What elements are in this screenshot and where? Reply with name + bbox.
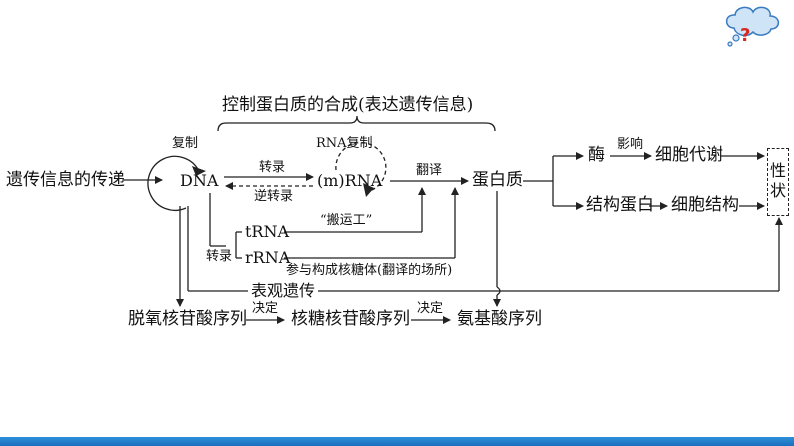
rna-replication-loop bbox=[335, 141, 387, 191]
dna-replication-loop bbox=[147, 155, 200, 211]
dna-replication-arrowhead bbox=[192, 166, 206, 176]
label-transcription-small: 转录 bbox=[206, 249, 233, 264]
label-transcription: 转录 bbox=[259, 160, 286, 175]
question-mark-icon: ? bbox=[740, 25, 751, 46]
node-enzyme: 酶 bbox=[588, 145, 605, 165]
label-rna-replication: RNA复制 bbox=[316, 136, 373, 151]
node-mrna: (m)RNA bbox=[317, 171, 383, 190]
bottom-accent-bar bbox=[0, 437, 794, 446]
node-dna: DNA bbox=[180, 171, 219, 190]
label-epigenetics: 表观遗传 bbox=[248, 283, 319, 299]
label-reverse-transcription: 逆转录 bbox=[254, 189, 294, 204]
trait-box bbox=[767, 148, 789, 216]
node-rrna: rRNA bbox=[245, 248, 291, 267]
label-affects: 影响 bbox=[617, 137, 644, 152]
node-structural-protein: 结构蛋白 bbox=[586, 195, 654, 215]
node-trait: 性状 bbox=[770, 161, 787, 200]
label-translation: 翻译 bbox=[416, 163, 443, 178]
thinking-cloud-icon bbox=[725, 6, 780, 47]
rna-replication-arrowhead bbox=[363, 183, 374, 197]
node-protein: 蛋白质 bbox=[472, 170, 523, 190]
node-ribonucleotide-seq: 核糖核苷酸序列 bbox=[291, 309, 410, 329]
node-deoxynucleotide-seq: 脱氧核苷酸序列 bbox=[128, 309, 247, 329]
node-cell-metabolism: 细胞代谢 bbox=[655, 145, 723, 165]
label-determines-1: 决定 bbox=[252, 301, 279, 316]
node-cell-structure: 细胞结构 bbox=[671, 195, 739, 215]
header-title: 控制蛋白质的合成(表达遗传信息) bbox=[222, 95, 474, 115]
label-determines-2: 决定 bbox=[417, 301, 444, 316]
node-inheritance: 遗传信息的传递 bbox=[6, 170, 125, 190]
node-amino-acid-seq: 氨基酸序列 bbox=[457, 309, 542, 329]
node-trna: tRNA bbox=[245, 222, 290, 241]
label-ribosome-note: 参与构成核糖体(翻译的场所) bbox=[286, 263, 453, 278]
header-brace bbox=[217, 115, 496, 132]
label-replication: 复制 bbox=[172, 136, 199, 151]
label-carrier: “搬运工” bbox=[320, 213, 373, 228]
